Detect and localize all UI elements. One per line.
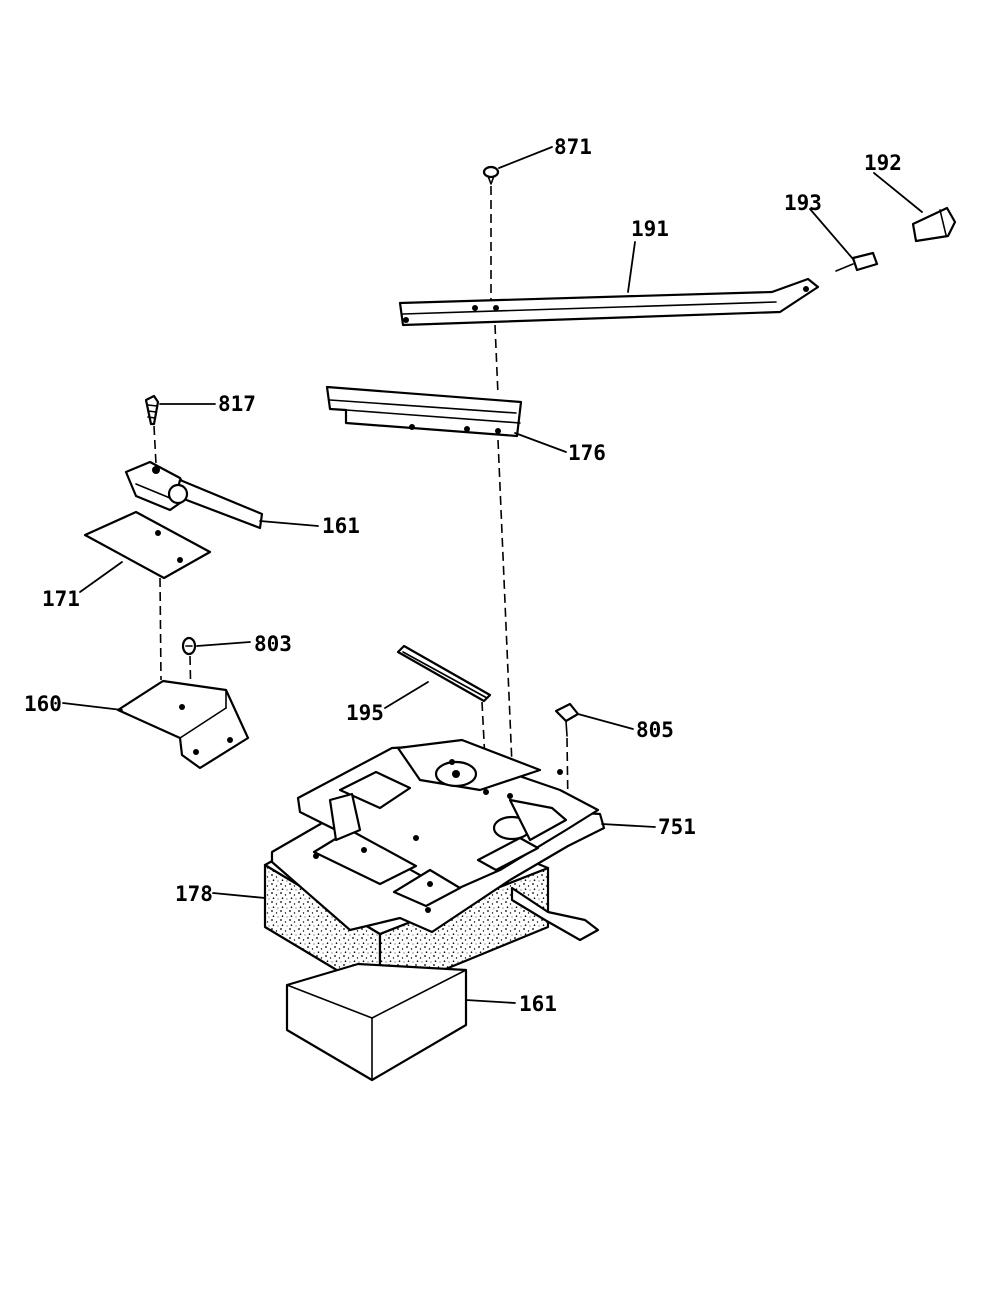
label-161-lower: 161	[519, 992, 557, 1016]
label-176: 176	[568, 441, 606, 465]
leader-lines	[62, 146, 923, 1004]
label-871: 871	[554, 135, 592, 159]
bracket-176	[325, 385, 523, 438]
label-805: 805	[636, 718, 674, 742]
label-171: 171	[42, 587, 80, 611]
label-751: 751	[658, 815, 696, 839]
box-161	[285, 962, 468, 1082]
part-labels: 871 192 193 191 176 817 161 171 803 160 …	[24, 135, 902, 1016]
label-191: 191	[631, 217, 669, 241]
switch-161	[124, 460, 264, 530]
label-817: 817	[218, 392, 256, 416]
plate-171	[83, 510, 212, 681]
screw-871	[482, 165, 500, 300]
lever-arm-191	[398, 277, 820, 327]
label-178: 178	[175, 882, 213, 906]
clip-193	[835, 251, 879, 272]
label-803: 803	[254, 632, 292, 656]
label-160: 160	[24, 692, 62, 716]
bracket-160	[116, 679, 250, 770]
screw-817	[144, 394, 160, 465]
label-161-upper: 161	[322, 514, 360, 538]
rod-195	[396, 644, 492, 781]
label-193: 193	[784, 191, 822, 215]
timer-mechanism-751	[270, 738, 606, 934]
label-192: 192	[864, 151, 902, 175]
label-195: 195	[346, 701, 384, 725]
handle-cap-192	[911, 206, 957, 243]
